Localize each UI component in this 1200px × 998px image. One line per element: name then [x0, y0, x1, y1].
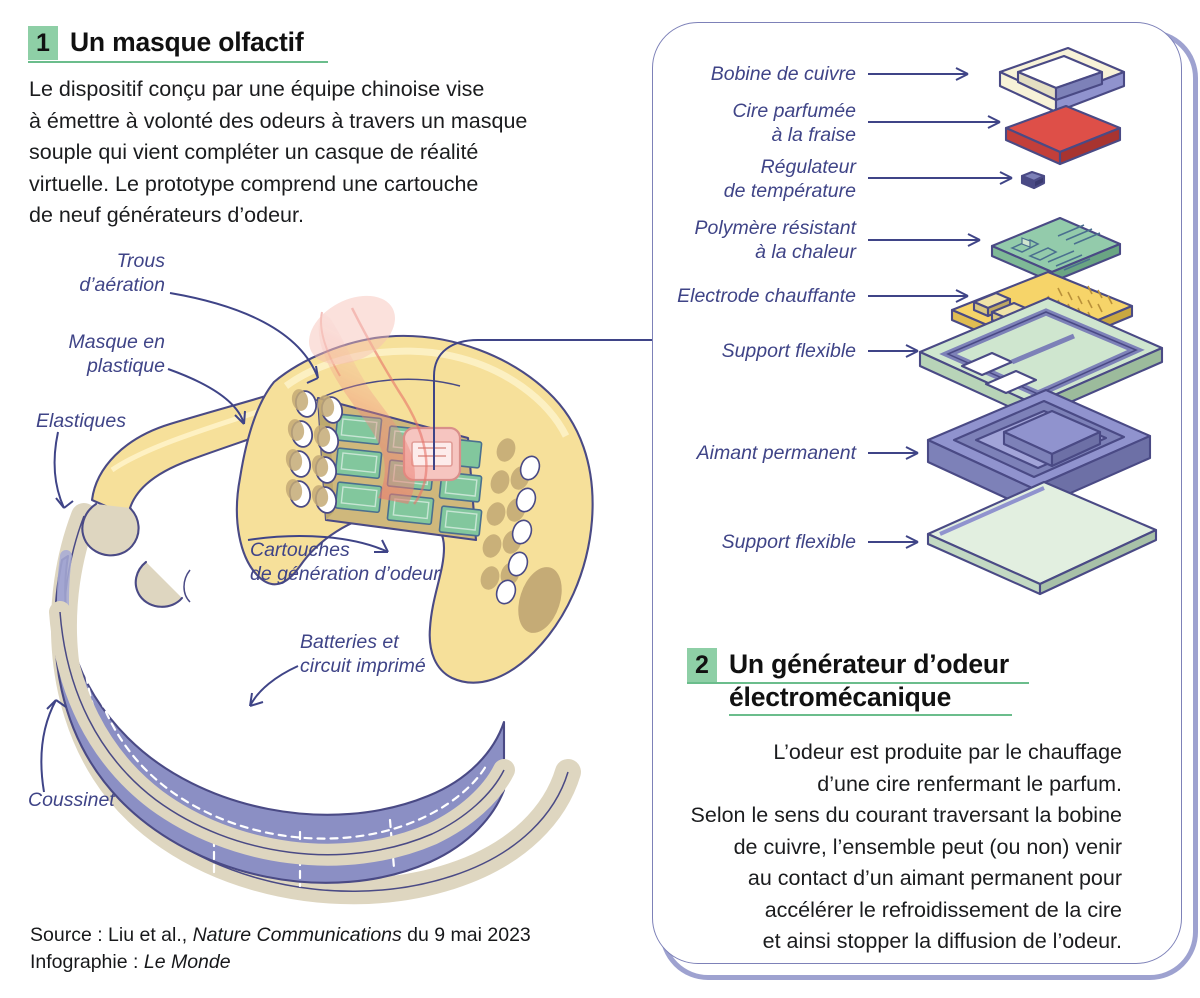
label-bobine-de-cuivre: Bobine de cuivre [710, 63, 856, 85]
credit-line: Infographie : Le Monde [30, 949, 231, 976]
label-cire-parfumee: Cire parfumée à la fraise [732, 100, 856, 146]
label-coussinet: Coussinet [28, 789, 115, 811]
label-aimant-permanent: Aimant permanent [696, 442, 856, 464]
section-1-header: 1 Un masque olfactif [28, 26, 304, 60]
strap-beige-overlay [49, 601, 515, 866]
layer-bobine-de-cuivre [998, 46, 1126, 114]
section-2-rule-2 [729, 714, 1012, 716]
elastics [81, 502, 191, 608]
section-1-body: Le dispositif conçu par une équipe chino… [29, 77, 528, 227]
vent-holes-right [480, 438, 562, 633]
label-trous-aeration: Trous d’aération [79, 250, 165, 296]
section-2-title-line1: Un générateur d’odeur [729, 649, 1009, 679]
label-support-flexible-1: Support flexible [721, 340, 856, 362]
layer-support-flexible-2 [926, 480, 1158, 596]
section-2-number: 2 [687, 648, 717, 682]
source-suffix: du 9 mai 2023 [401, 924, 531, 946]
label-electrode-chauffante: Electrode chauffante [677, 285, 856, 307]
layer-aimant-permanent [926, 388, 1152, 512]
label-cartouches: Cartouches de génération d’odeur [250, 539, 440, 585]
section-2-rule-1 [687, 682, 1029, 684]
section-1-title: Un masque olfactif [70, 27, 304, 57]
label-support-flexible-2: Support flexible [721, 531, 856, 553]
layer-polymere-resistant [990, 216, 1122, 284]
label-masque-plastique: Masque en plastique [68, 331, 165, 377]
scent-plume [309, 295, 428, 505]
section-1-number: 1 [28, 26, 58, 60]
label-polymere-resistant: Polymère résistant à la chaleur [694, 217, 856, 263]
panel-connector-line [433, 339, 654, 470]
section-2-title-line2: électromécanique [729, 682, 952, 712]
source-journal: Nature Communications [192, 924, 402, 946]
section-1-rule [28, 61, 328, 63]
credit-name: Le Monde [143, 951, 231, 973]
source-line: Source : Liu et al., Nature Communicatio… [30, 922, 531, 949]
active-cartridge-highlight [402, 426, 462, 482]
exploded-arrows [868, 67, 1013, 549]
vent-holes-left [285, 389, 344, 514]
credit-prefix: Infographie : [30, 951, 144, 973]
layer-cire-parfumee [1004, 104, 1122, 166]
mask-leader-arrows [40, 292, 389, 793]
source-prefix: Source : Liu et al., [30, 924, 193, 946]
section-2-header: 2 Un générateur d’odeur [687, 648, 1009, 682]
label-elastiques: Elastiques [36, 410, 126, 432]
label-regulateur-temperature: Régulateur de température [723, 156, 856, 202]
layer-regulateur-temperature [1020, 170, 1046, 190]
label-batteries: Batteries et circuit imprimé [300, 631, 426, 677]
section-2-body: L’odeur est produite par le chauffage d’… [690, 740, 1122, 953]
